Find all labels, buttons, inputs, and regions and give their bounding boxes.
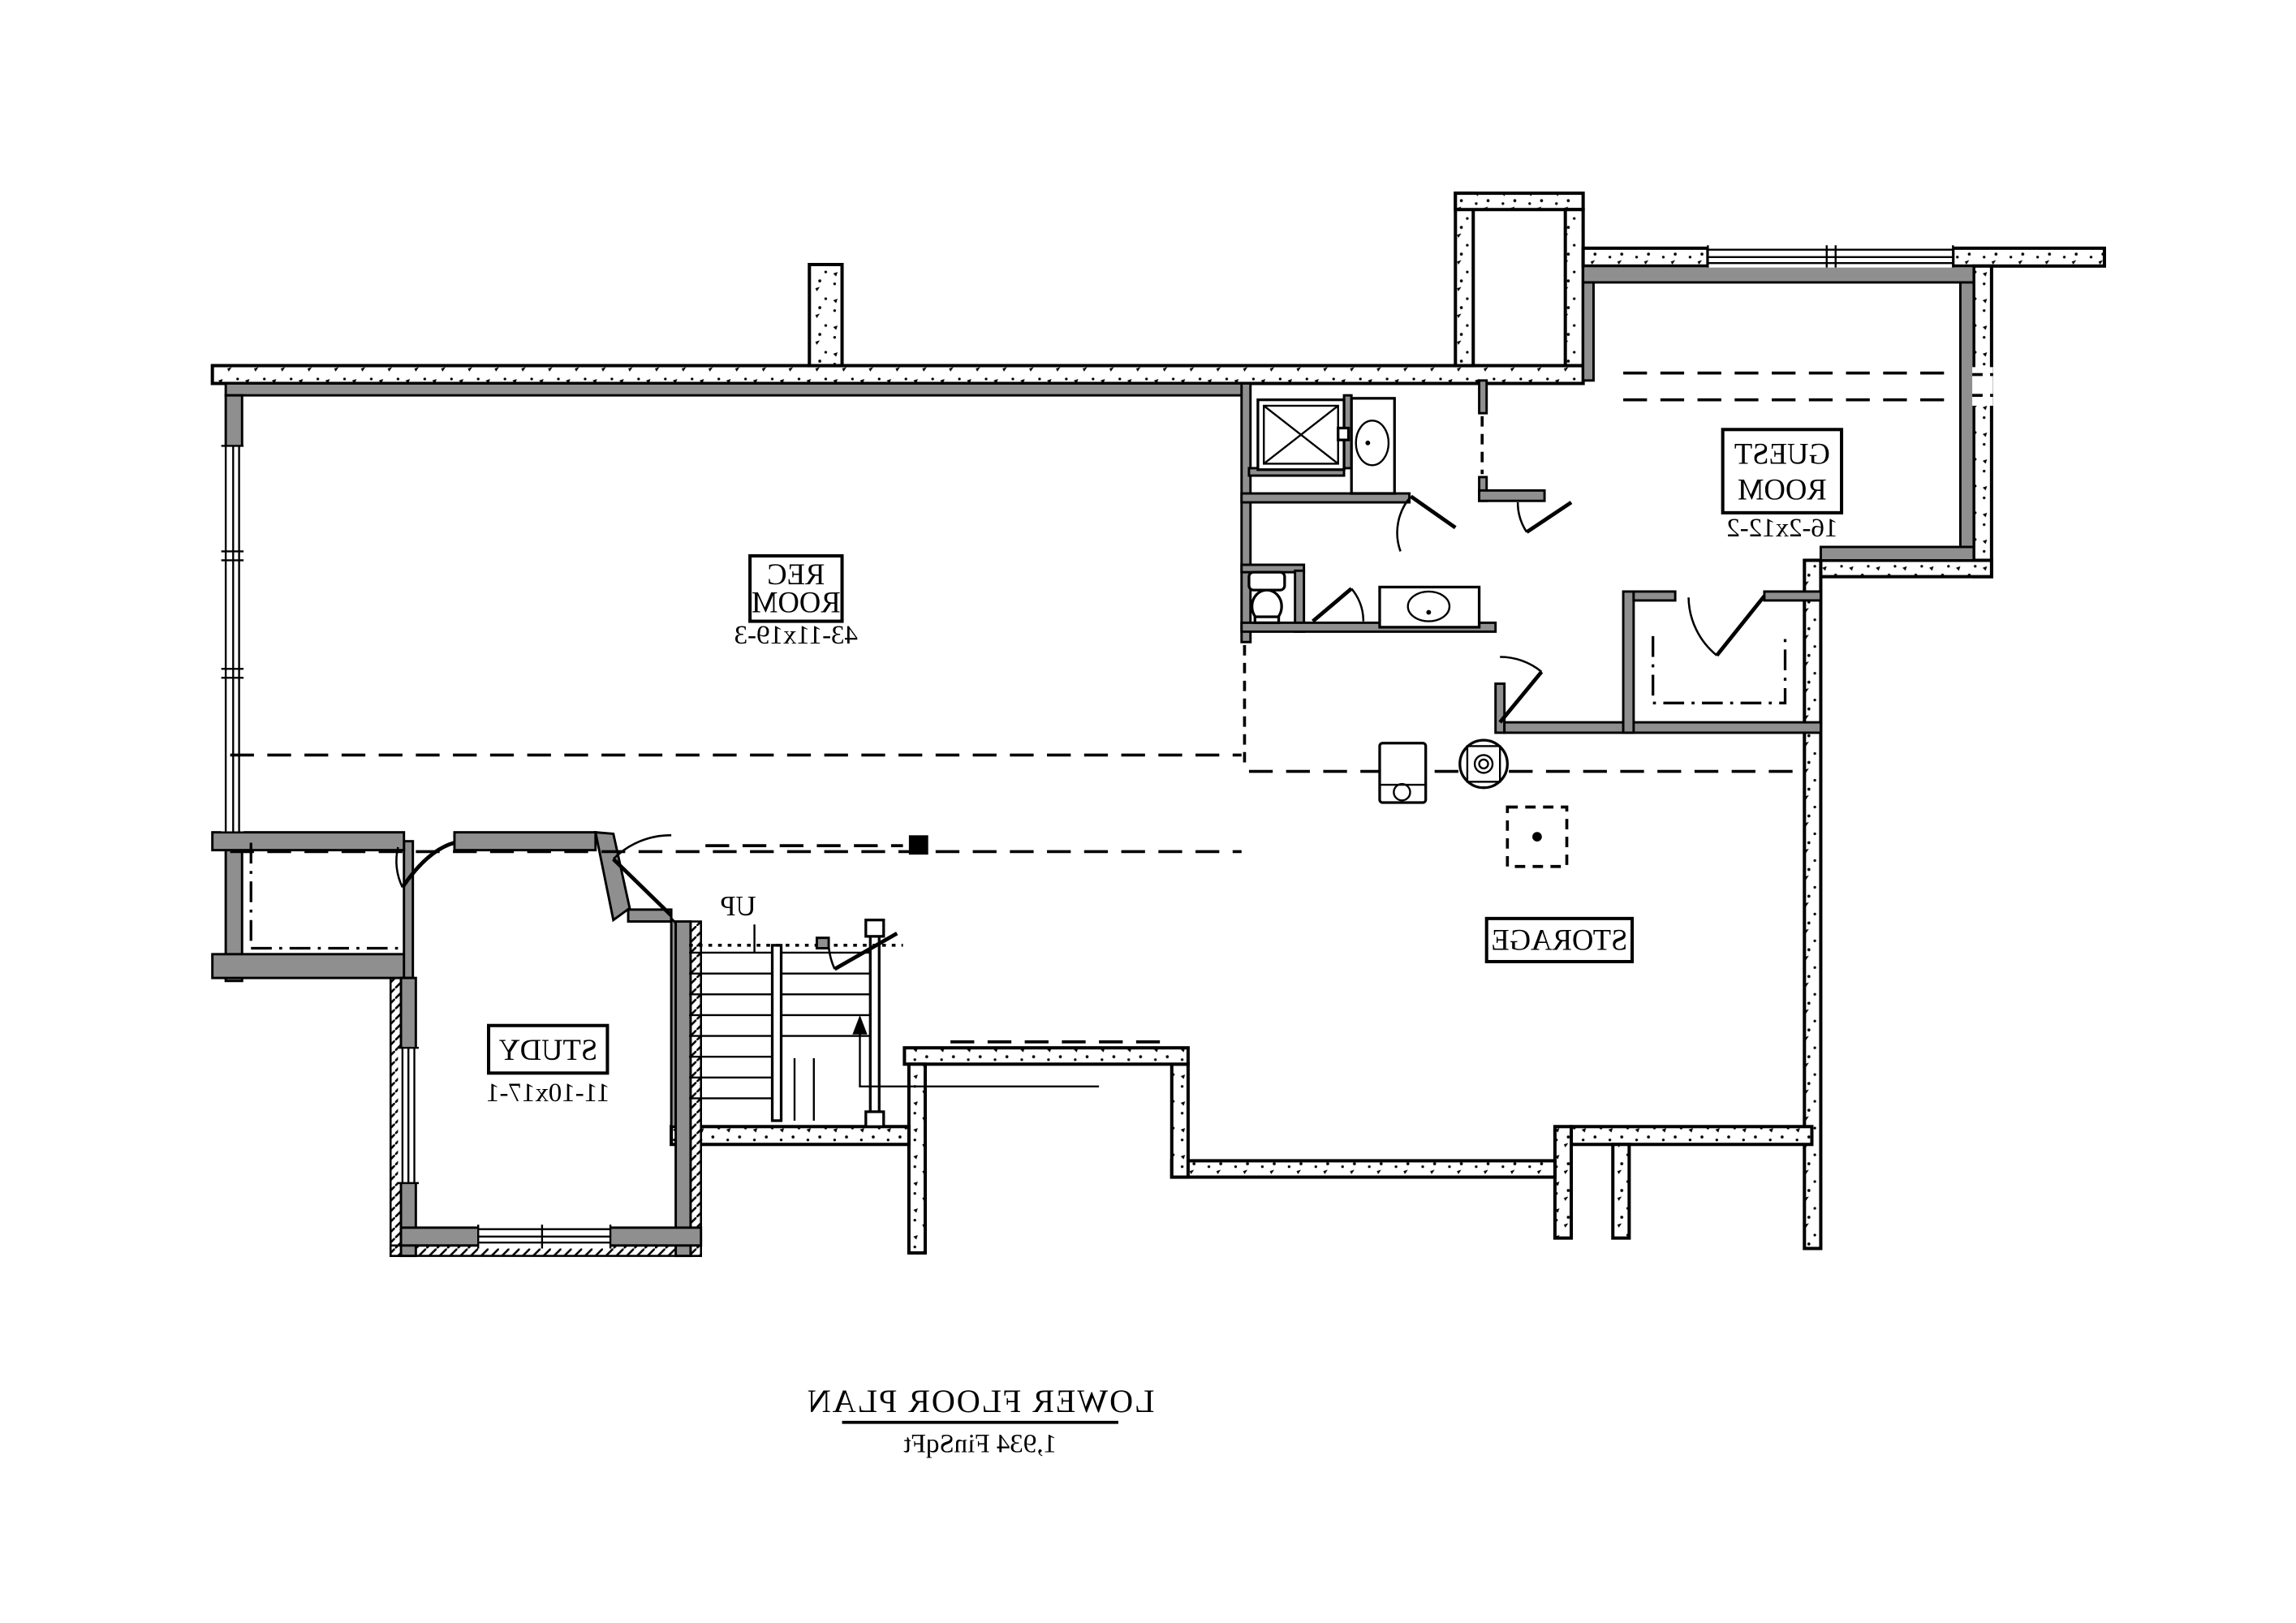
nook-door <box>395 841 455 889</box>
study-bottom-window <box>477 1225 612 1249</box>
storage-door <box>1498 656 1544 724</box>
furnace-icon <box>1378 742 1428 804</box>
study-label: STUDY 11-10x17-1 <box>486 1023 610 1108</box>
toilet-room-door <box>1312 587 1365 623</box>
support-post <box>908 835 928 855</box>
guest-room-name-line2: ROOM <box>1738 472 1827 506</box>
study-name: STUDY <box>498 1033 597 1066</box>
nook-closet-rod <box>249 842 404 950</box>
newel-post-bottom <box>864 1110 885 1128</box>
guest-right-window-dashes <box>1972 367 1993 406</box>
rec-left-window <box>221 445 244 833</box>
windows <box>221 245 1993 1249</box>
fixtures <box>908 397 1569 868</box>
stair-center-rail <box>770 944 783 1122</box>
water-heater-icon <box>1458 738 1509 790</box>
guest-room-dims: 16-2x12-2 <box>1726 514 1837 543</box>
storage-label: STORAGE <box>1484 916 1635 963</box>
guest-room-door <box>1516 501 1573 534</box>
study-left-window <box>398 1047 420 1185</box>
labels: REC ROOM 43-11x19-3 GUEST ROOM 16-2x12-2… <box>486 428 1844 1458</box>
rec-room-name-line1: REC <box>767 558 825 591</box>
doors <box>395 494 1766 917</box>
guest-closet-rod <box>1652 635 1787 704</box>
rec-room-label: REC ROOM 43-11x19-3 <box>734 553 858 650</box>
study-dims: 11-10x17-1 <box>486 1078 610 1108</box>
study-door <box>612 834 673 917</box>
floor-drain-pad <box>1506 805 1569 868</box>
plan-area: 1,934 FinSqFt <box>903 1429 1056 1458</box>
stair-right-rail <box>868 935 881 1122</box>
guest-top-window <box>1707 245 1954 268</box>
rec-room-name-line2: ROOM <box>752 586 841 619</box>
storage-name: STORAGE <box>1491 923 1627 956</box>
bath-sink-icon <box>1350 397 1396 495</box>
guest-room-label: GUEST ROOM 16-2x12-2 <box>1721 428 1844 543</box>
guest-room-name-line1: GUEST <box>1734 437 1830 470</box>
vanity-sink-icon <box>1378 585 1481 629</box>
plan-title-block: LOWER FLOOR PLAN 1,934 FinSqFt <box>806 1383 1155 1458</box>
understair-door <box>815 932 898 971</box>
toilet-icon <box>1247 570 1286 625</box>
understair-closet-lines <box>793 1058 815 1121</box>
dashed-lines <box>230 371 1958 1044</box>
rec-room-dims: 43-11x19-3 <box>734 621 858 650</box>
direction-arrow-path <box>859 1025 1100 1088</box>
shower-icon <box>1256 398 1350 471</box>
newel-post-top <box>864 919 885 938</box>
stairs-up-label: UP <box>720 890 756 922</box>
direction-arrow-head <box>852 1014 868 1035</box>
bath-door <box>1396 494 1457 552</box>
stair-treads-lower <box>689 1056 773 1100</box>
guest-closet-door <box>1687 594 1766 657</box>
plan-title: LOWER FLOOR PLAN <box>806 1383 1155 1419</box>
staircase <box>689 919 1100 1128</box>
